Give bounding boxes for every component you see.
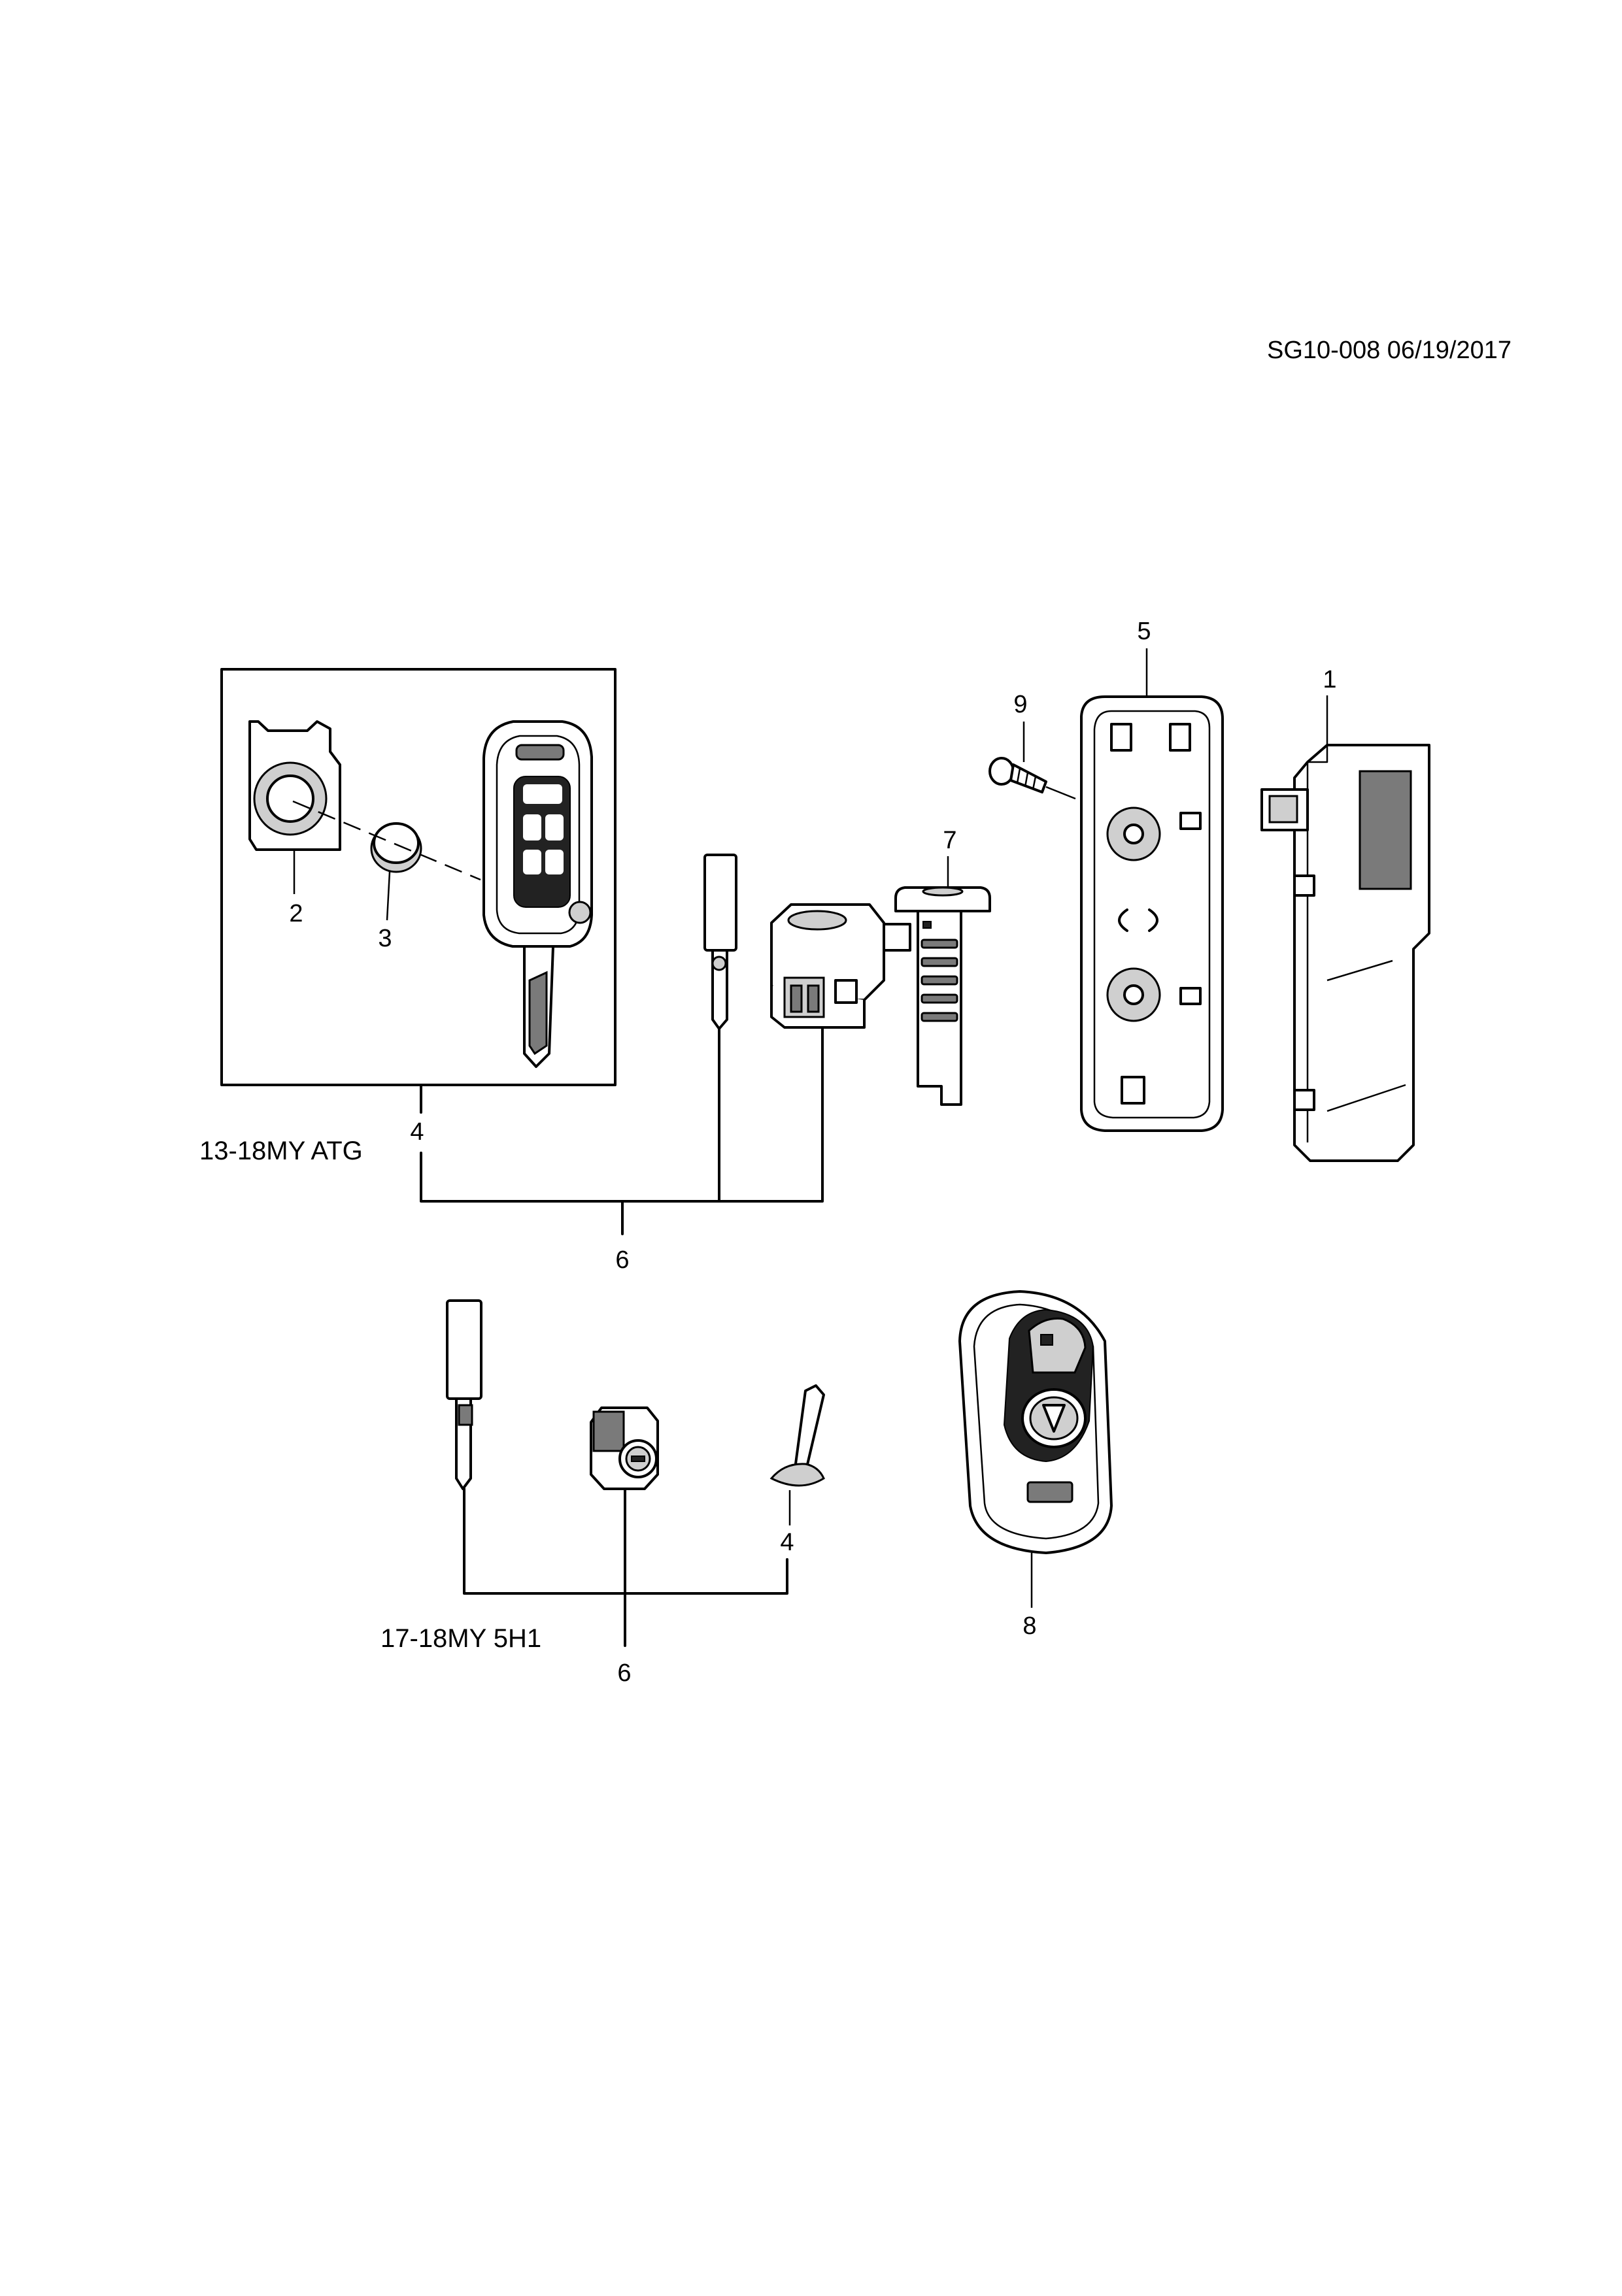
upper-group-bracket (420, 1026, 824, 1235)
lock-tumbler (894, 886, 991, 1106)
upper-kit-box (220, 668, 617, 1086)
lock-cylinder-upper (770, 903, 911, 1029)
group-label-upper: 13-18MY ATG (199, 1137, 363, 1165)
alignment-dash (292, 800, 481, 881)
callout-6-upper: 6 (615, 1246, 629, 1274)
callout-7: 7 (943, 827, 956, 854)
callout-2: 2 (289, 900, 303, 927)
lock-cylinder-lower (590, 1406, 659, 1490)
control-module (1260, 744, 1430, 1162)
key-blade-lower (446, 1299, 482, 1490)
mounting-bracket (1080, 695, 1224, 1132)
coin-battery (370, 822, 422, 873)
leader-3 (386, 871, 391, 921)
fob-battery-cover (248, 720, 341, 851)
group-label-lower: 17-18MY 5H1 (380, 1624, 541, 1653)
smart-key-fob (958, 1290, 1113, 1554)
lower-group-bracket (463, 1488, 788, 1647)
flip-key-transmitter (482, 720, 593, 1068)
callout-4-upper: 4 (410, 1118, 424, 1146)
callout-5: 5 (1137, 618, 1151, 645)
callout-8: 8 (1022, 1612, 1036, 1640)
callout-6-lower: 6 (617, 1659, 631, 1687)
screw-line (1045, 786, 1076, 800)
reference-code: SG10-008 06/19/2017 (1267, 337, 1512, 364)
callout-1: 1 (1323, 666, 1336, 693)
callout-3: 3 (378, 925, 392, 952)
callout-9: 9 (1013, 691, 1027, 718)
key-blade-upper (703, 854, 737, 1030)
callout-4-lower: 4 (780, 1529, 794, 1556)
emergency-key-blade (769, 1384, 825, 1487)
screw (988, 757, 1047, 793)
